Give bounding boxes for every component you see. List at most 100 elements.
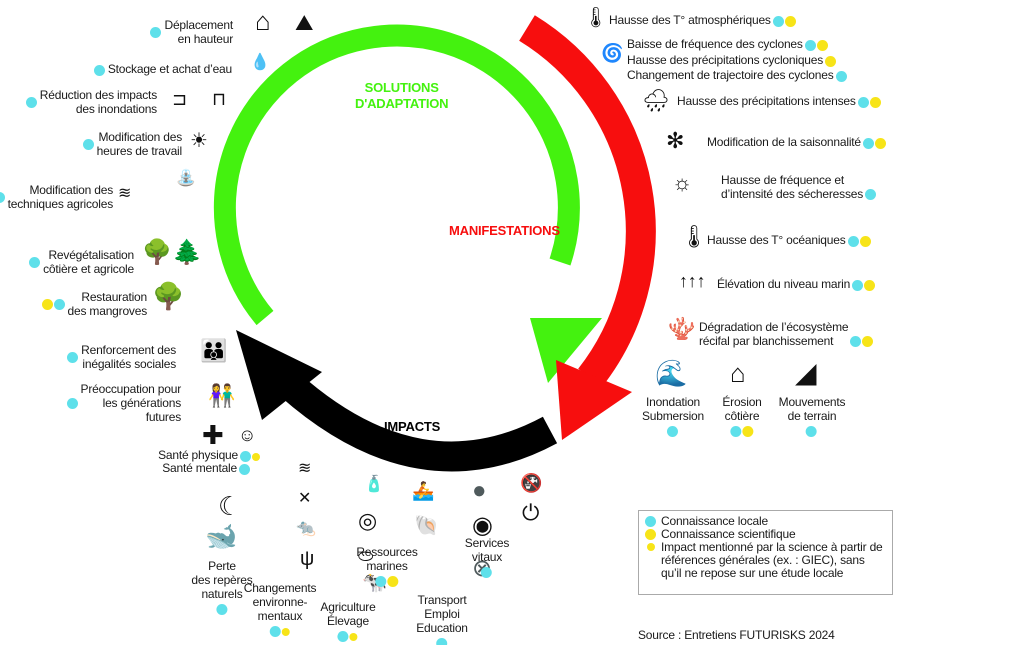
manifestation-item: Modification de la saisonnalité	[707, 135, 889, 150]
scientific-dot	[645, 529, 656, 540]
shell-icon: 🐚	[414, 515, 439, 537]
local-knowledge-dot	[805, 426, 817, 438]
solution-item: Réduction des impacts des inondations	[24, 88, 157, 116]
manifestation-item: Dégradation de l’écosystème récifal par …	[699, 320, 876, 348]
spray-bottle-icon: 🧴	[364, 476, 384, 493]
thermometer-up-icon: 🌡	[583, 7, 609, 29]
knowledge-dots	[41, 297, 66, 311]
landslide-icon: ◢	[795, 357, 817, 388]
knowledge-dots	[805, 424, 818, 438]
local-knowledge-dot	[269, 626, 281, 638]
source-note: Source : Entretiens FUTURISKS 2024	[638, 628, 835, 642]
impact-item: Renforcement des inégalités sociales	[65, 343, 176, 371]
knowledge-dots	[825, 54, 837, 68]
local-knowledge-dot	[337, 631, 349, 643]
scientific-knowledge-dot	[864, 280, 876, 292]
flood-icon: 🌊	[655, 358, 688, 388]
knowledge-dots	[480, 565, 493, 579]
general-dot	[647, 543, 655, 551]
house-truck-icon: ⌂	[255, 6, 271, 36]
local-knowledge-dot	[852, 280, 864, 292]
local-knowledge-dot	[729, 426, 741, 438]
impacts-title: IMPACTS	[384, 419, 441, 434]
knowledge-dots	[67, 350, 79, 364]
impact-item: Perte des repères naturels	[191, 559, 253, 616]
market-stall-icon: ◉	[472, 512, 493, 539]
manifestation-item: Baisse de fréquence des cyclones	[627, 37, 831, 52]
knowledge-dots	[729, 424, 754, 438]
sea-level-rise-icon: ↑↑↑	[679, 271, 706, 291]
impact-item: Préoccupation pour les générations futur…	[65, 382, 181, 424]
local-knowledge-dot	[374, 576, 386, 588]
mangrove-icon: 🌳	[152, 281, 185, 311]
crop-field-icon: ◎	[358, 508, 377, 533]
solution-item: Déplacement en hauteur	[148, 18, 233, 46]
solution-item: Stockage et achat d’eau	[92, 62, 232, 77]
coral-icon: 🪸	[668, 316, 696, 341]
legend-scientific: Connaissance scientifique	[645, 528, 886, 541]
whale-icon: 🐋	[205, 521, 238, 551]
solution-item: Modification des heures de travail	[81, 130, 182, 158]
solution-item: Restauration des mangroves	[40, 290, 147, 318]
impact-item: Ressources marines	[356, 545, 418, 588]
local-knowledge-dot	[804, 40, 816, 52]
solution-item: Modification des techniques agricoles	[0, 183, 113, 211]
impact-item: Santé physique	[158, 448, 263, 463]
impact-item: Agriculture Élevage	[320, 600, 376, 643]
knowledge-dots	[374, 574, 399, 588]
legend: Connaissance locale Connaissance scienti…	[638, 510, 893, 595]
scientific-knowledge-dot	[825, 56, 837, 68]
impacts-arrowhead	[236, 330, 322, 420]
knowledge-dots	[772, 14, 797, 28]
manifestation-item: Mouvements de terrain	[779, 395, 846, 438]
general-reference-dot	[252, 452, 260, 461]
legend-local: Connaissance locale	[645, 515, 886, 528]
scientific-knowledge-dot	[816, 40, 828, 52]
rain-cloud-icon: 🌧	[642, 88, 670, 113]
medical-cross-icon: ✚	[202, 420, 224, 450]
local-knowledge-dot	[215, 604, 227, 616]
knowledge-dots	[666, 424, 679, 438]
scientific-knowledge-dot	[859, 236, 871, 248]
local-knowledge-dot	[480, 567, 492, 579]
stressed-person-icon: ☺	[238, 425, 257, 445]
drain-pipe-icon: ⊐	[172, 89, 187, 109]
impact-item: Services vitaux	[465, 536, 509, 579]
local-knowledge-dot	[82, 139, 94, 151]
local-knowledge-dot	[240, 451, 251, 463]
scientific-knowledge-dot	[386, 576, 398, 588]
knowledge-dots	[435, 636, 448, 645]
plant-icon: ψ	[300, 548, 315, 570]
general-reference-dot	[349, 632, 358, 641]
impacts-arc	[280, 373, 558, 472]
local-knowledge-dot	[862, 138, 874, 150]
local-knowledge-dot	[865, 189, 877, 201]
ocean-thermometer-icon: 🌡	[680, 224, 708, 249]
roadblock-icon: ●	[472, 477, 487, 504]
local-knowledge-dot	[67, 352, 79, 364]
knowledge-dots	[29, 255, 41, 269]
manifestations-title: MANIFESTATIONS	[449, 223, 560, 238]
local-knowledge-dot	[0, 192, 5, 204]
manifestation-item: Érosion côtière	[722, 395, 762, 438]
scientific-knowledge-dot	[869, 97, 881, 109]
impact-item: Transport Emploi Education	[416, 593, 468, 645]
irrigation-icon: ⛲	[176, 170, 196, 187]
knowledge-dots	[835, 69, 848, 83]
scientific-knowledge-dot	[874, 138, 886, 150]
local-knowledge-dot	[66, 398, 78, 410]
local-knowledge-dot	[25, 97, 37, 109]
children-icon: 👫	[208, 383, 236, 408]
knowledge-dots	[804, 38, 829, 52]
knowledge-dots	[857, 95, 882, 109]
local-knowledge-dot	[239, 464, 250, 476]
knowledge-dots	[93, 63, 106, 77]
power-plug-icon: ⏻	[522, 500, 540, 525]
manifestations-arrowhead	[556, 360, 632, 440]
local-knowledge-dot	[835, 71, 847, 83]
knowledge-dots	[852, 278, 876, 292]
fishing-boat-icon: 🚣	[412, 481, 435, 501]
manifestation-item: Hausse des T° océaniques	[707, 233, 874, 248]
